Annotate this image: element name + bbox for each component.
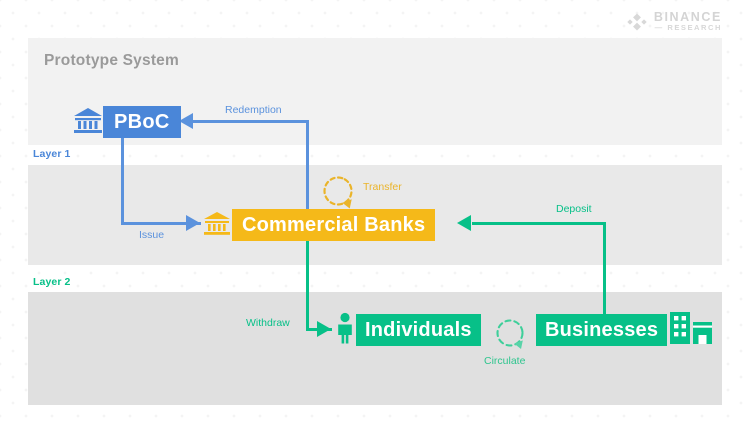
edge-deposit-horizontal: [472, 222, 606, 225]
node-label-commercial-banks: Commercial Banks: [232, 209, 436, 241]
edge-circulate-loop: [492, 315, 528, 356]
node-label-pboc: PBoC: [103, 106, 181, 138]
brand-subtitle: — RESEARCH: [654, 23, 722, 33]
node-individuals[interactable]: Individuals: [334, 312, 481, 349]
binance-diamond-icon: [627, 12, 647, 32]
edge-deposit-arrowhead: [457, 215, 471, 231]
edge-redemption-arrowhead: [179, 113, 193, 129]
edge-issue-arrowhead: [186, 215, 200, 231]
node-label-individuals: Individuals: [356, 314, 481, 346]
edge-label-transfer: Transfer: [363, 181, 402, 193]
edge-redemption-horizontal: [193, 120, 309, 123]
binance-research-logo: BINANCE — RESEARCH: [627, 10, 722, 33]
brand-name: BINANCE: [653, 10, 722, 24]
band-layer-2: [28, 292, 722, 405]
edge-label-redemption: Redemption: [225, 104, 282, 116]
edge-withdraw-arrowhead: [317, 321, 331, 337]
layer-label-2: Layer 2: [33, 276, 71, 288]
node-pboc[interactable]: PBoC: [73, 106, 181, 138]
node-label-businesses: Businesses: [536, 314, 668, 346]
buildings-icon: [667, 311, 713, 350]
edge-withdraw-vertical: [306, 241, 309, 331]
layer-label-1: Layer 1: [33, 148, 71, 160]
bank-icon: [73, 106, 103, 139]
edge-label-issue: Issue: [139, 229, 165, 241]
diagram-title: Prototype System: [44, 52, 179, 69]
edge-label-circulate: Circulate: [484, 355, 526, 367]
edge-redemption-vertical: [306, 122, 309, 212]
edge-transfer-loop: [319, 172, 357, 215]
edge-label-deposit: Deposit: [556, 203, 592, 215]
edge-deposit-vertical: [603, 222, 606, 322]
edge-issue-horizontal: [121, 222, 201, 225]
bank-icon: [202, 209, 232, 242]
node-businesses[interactable]: Businesses: [536, 311, 713, 346]
node-commercial-banks[interactable]: Commercial Banks: [202, 209, 436, 242]
edge-label-withdraw: Withdraw: [246, 317, 290, 329]
edge-issue-vertical: [121, 138, 124, 224]
person-icon: [334, 312, 356, 349]
